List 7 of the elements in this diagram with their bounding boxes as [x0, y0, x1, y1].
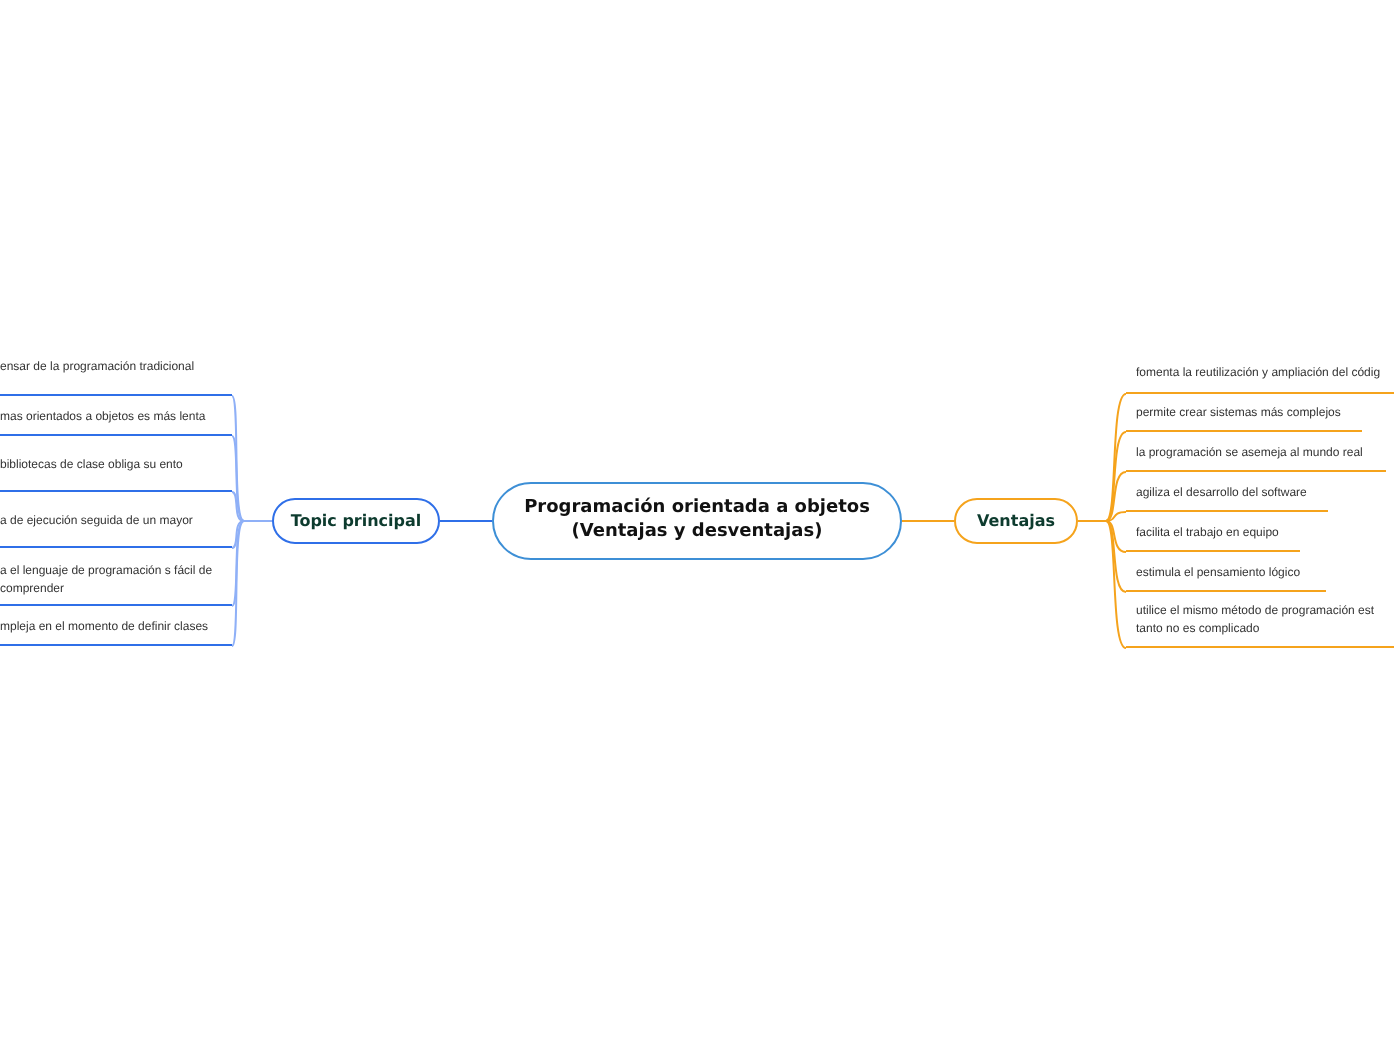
connector	[1077, 520, 1127, 649]
connector	[439, 520, 493, 522]
main-topic: Topic principal	[272, 498, 440, 544]
central-topic: Programación orientada a objetos (Ventajas y desventajas)	[492, 482, 902, 560]
connector	[231, 520, 273, 647]
connector	[901, 520, 955, 522]
main-topic: Ventajas	[954, 498, 1078, 544]
